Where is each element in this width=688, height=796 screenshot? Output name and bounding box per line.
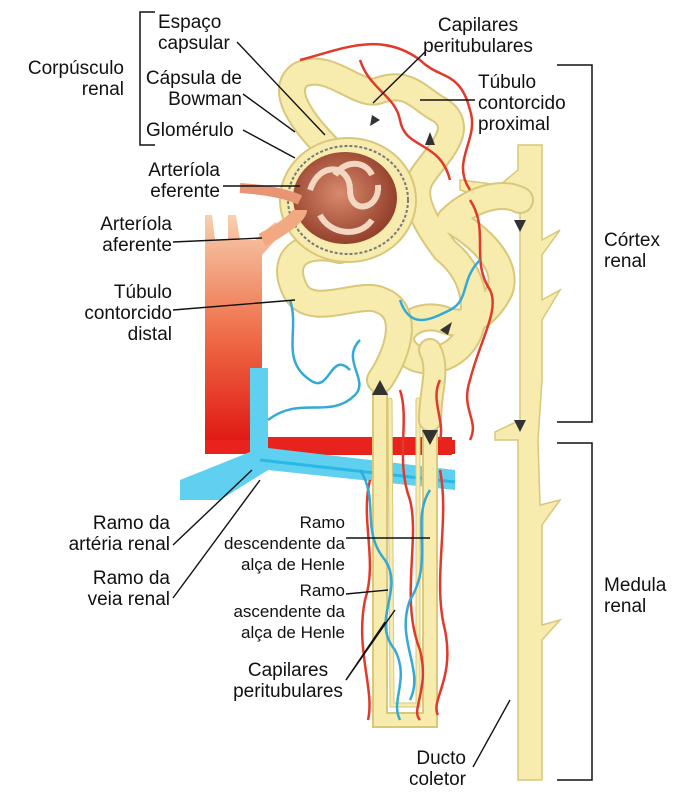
label-capsula-bowman: Cápsula de Bowman [138, 68, 242, 110]
label-ramo-ascendente: Ramo ascendente da alça de Henle [205, 580, 345, 643]
label-tubulo-proximal: Túbulo contorcido proximal [478, 72, 566, 135]
label-ramo-veia: Ramo da veia renal [0, 568, 170, 610]
label-espaco-capsular: Espaço capsular [158, 12, 230, 54]
label-tubulo-distal: Túbulo contorcido distal [40, 282, 172, 345]
label-cortex-renal: Córtex renal [604, 230, 660, 272]
label-ramo-arteria: Ramo da artéria renal [0, 513, 170, 555]
label-ducto-coletor: Ducto coletor [380, 748, 466, 790]
label-medula-renal: Medula renal [604, 575, 666, 617]
label-arteriola-eferente: Arteríola eferente [104, 160, 220, 202]
label-capilares-top: Capilares peritubulares [420, 15, 536, 57]
renal-corpuscle [280, 138, 416, 262]
label-glomerulo: Glomérulo [146, 120, 234, 141]
label-arteriola-aferente: Arteríola aferente [60, 214, 172, 256]
label-corpusculo-renal: Corpúsculo renal [0, 58, 124, 100]
label-capilares-bottom: Capilares peritubulares [225, 660, 351, 702]
label-ramo-descendente: Ramo descendente da alça de Henle [205, 512, 345, 575]
